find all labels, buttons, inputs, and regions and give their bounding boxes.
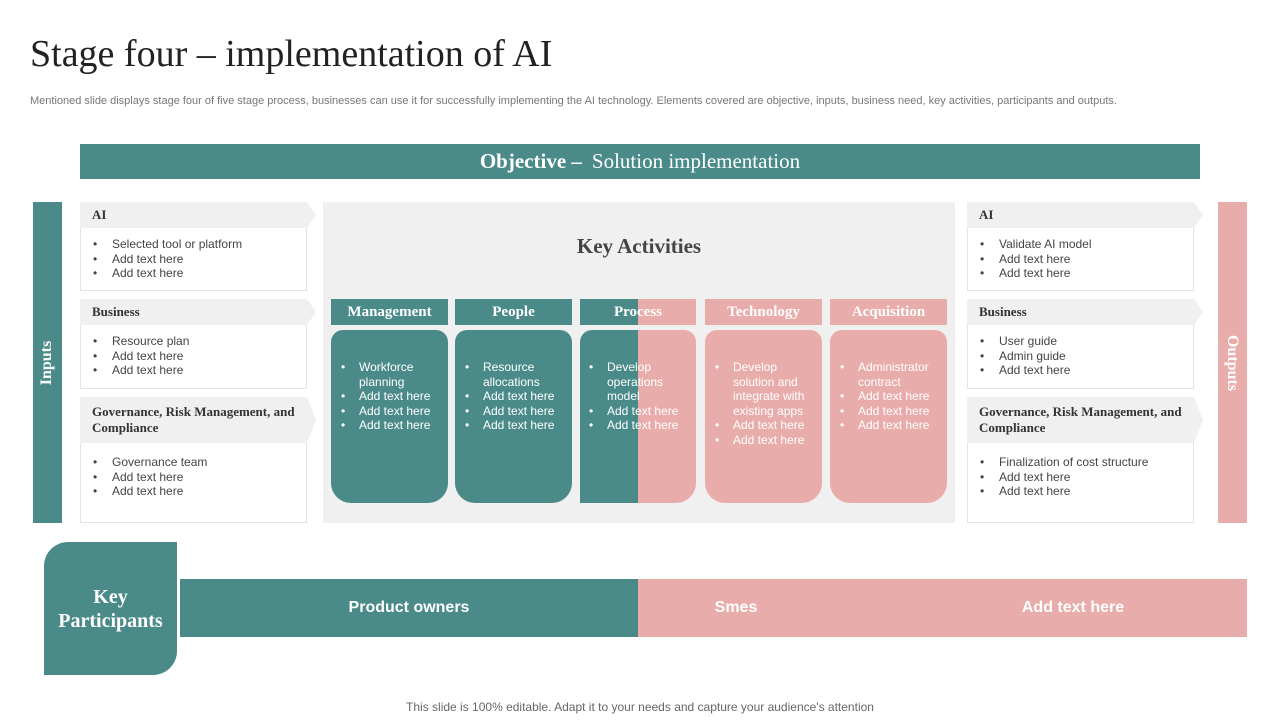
- list-item: Add text here: [715, 433, 814, 448]
- inputs-label: Inputs: [38, 340, 56, 385]
- list-item: Validate AI model: [980, 237, 1181, 252]
- list-item: Develop solution and integrate with exis…: [715, 360, 814, 418]
- output-card-business: User guide Admin guide Add text here: [967, 325, 1194, 389]
- output-heading-business: Business: [967, 299, 1203, 325]
- output-card-governance: Finalization of cost structure Add text …: [967, 443, 1194, 523]
- list-item: Add text here: [341, 404, 440, 419]
- activity-card-process: Develop operations model Add text here A…: [580, 330, 696, 503]
- list-item: Add text here: [93, 349, 294, 364]
- input-card-ai: Selected tool or platform Add text here …: [80, 228, 307, 291]
- activity-card-people: Resource allocations Add text here Add t…: [455, 330, 572, 503]
- list-item: Finalization of cost structure: [980, 455, 1181, 470]
- list-item: Add text here: [465, 418, 564, 433]
- outputs-bar: Outputs: [1218, 202, 1247, 523]
- activity-heading-management: Management: [331, 299, 448, 325]
- list-item: Governance team: [93, 455, 294, 470]
- objective-value: Solution implementation: [591, 149, 801, 173]
- output-heading-ai: AI: [967, 202, 1203, 228]
- list-item: Add text here: [93, 266, 294, 281]
- activity-card-management: Workforce planning Add text here Add tex…: [331, 330, 448, 503]
- list-item: Add text here: [980, 484, 1181, 499]
- list-item: User guide: [980, 334, 1181, 349]
- list-item: Add text here: [589, 418, 688, 433]
- activity-heading-technology: Technology: [705, 299, 822, 325]
- slide-title: Stage four – implementation of AI: [30, 33, 553, 75]
- input-card-business: Resource plan Add text here Add text her…: [80, 325, 307, 389]
- list-item: Resource allocations: [465, 360, 564, 389]
- list-item: Add text here: [980, 266, 1181, 281]
- objective-label: Objective –: [479, 149, 582, 173]
- outputs-label: Outputs: [1224, 334, 1242, 391]
- key-activities-title: Key Activities: [576, 234, 702, 258]
- activity-heading-people: People: [455, 299, 572, 325]
- list-item: Add text here: [341, 389, 440, 404]
- list-item: Add text here: [465, 389, 564, 404]
- activity-card-acquisition: Administrator contract Add text here Add…: [830, 330, 947, 503]
- inputs-bar: Inputs: [33, 202, 62, 523]
- participant-add-text: Add text here: [834, 579, 1247, 637]
- objective-banner: Objective – Solution implementation: [80, 144, 1200, 179]
- inputs-column: AI Selected tool or platform Add text he…: [80, 202, 316, 531]
- list-item: Resource plan: [93, 334, 294, 349]
- list-item: Add text here: [715, 418, 814, 433]
- list-item: Add text here: [93, 470, 294, 485]
- slide-subtitle: Mentioned slide displays stage four of f…: [30, 95, 1117, 107]
- list-item: Workforce planning: [341, 360, 440, 389]
- activity-card-technology: Develop solution and integrate with exis…: [705, 330, 822, 503]
- list-item: Add text here: [465, 404, 564, 419]
- list-item: Admin guide: [980, 349, 1181, 364]
- list-item: Add text here: [980, 363, 1181, 378]
- list-item: Develop operations model: [589, 360, 663, 404]
- list-item: Selected tool or platform: [93, 237, 294, 252]
- activity-heading-process: Process: [580, 299, 696, 325]
- input-heading-business: Business: [80, 299, 316, 325]
- key-participants-line2: Participants: [58, 609, 163, 632]
- list-item: Add text here: [93, 363, 294, 378]
- input-card-governance: Governance team Add text here Add text h…: [80, 443, 307, 523]
- list-item: Add text here: [840, 404, 939, 419]
- list-item: Add text here: [840, 418, 939, 433]
- list-item: Add text here: [589, 404, 688, 419]
- activity-heading-acquisition: Acquisition: [830, 299, 947, 325]
- slide-footer: This slide is 100% editable. Adapt it to…: [406, 700, 874, 714]
- list-item: Add text here: [93, 252, 294, 267]
- list-item: Add text here: [341, 418, 440, 433]
- list-item: Add text here: [840, 389, 939, 404]
- key-participants-line1: Key: [93, 585, 128, 608]
- participant-smes: Smes: [638, 579, 834, 637]
- output-heading-governance: Governance, Risk Management, and Complia…: [967, 397, 1203, 443]
- key-participants-label: Key Participants: [44, 542, 177, 675]
- list-item: Add text here: [980, 470, 1181, 485]
- list-item: Add text here: [980, 252, 1181, 267]
- input-heading-ai: AI: [80, 202, 316, 228]
- outputs-column: AI Validate AI model Add text here Add t…: [967, 202, 1203, 531]
- input-heading-governance: Governance, Risk Management, and Complia…: [80, 397, 316, 443]
- list-item: Administrator contract: [840, 360, 939, 389]
- list-item: Add text here: [93, 484, 294, 499]
- output-card-ai: Validate AI model Add text here Add text…: [967, 228, 1194, 291]
- participant-product-owners: Product owners: [180, 579, 638, 637]
